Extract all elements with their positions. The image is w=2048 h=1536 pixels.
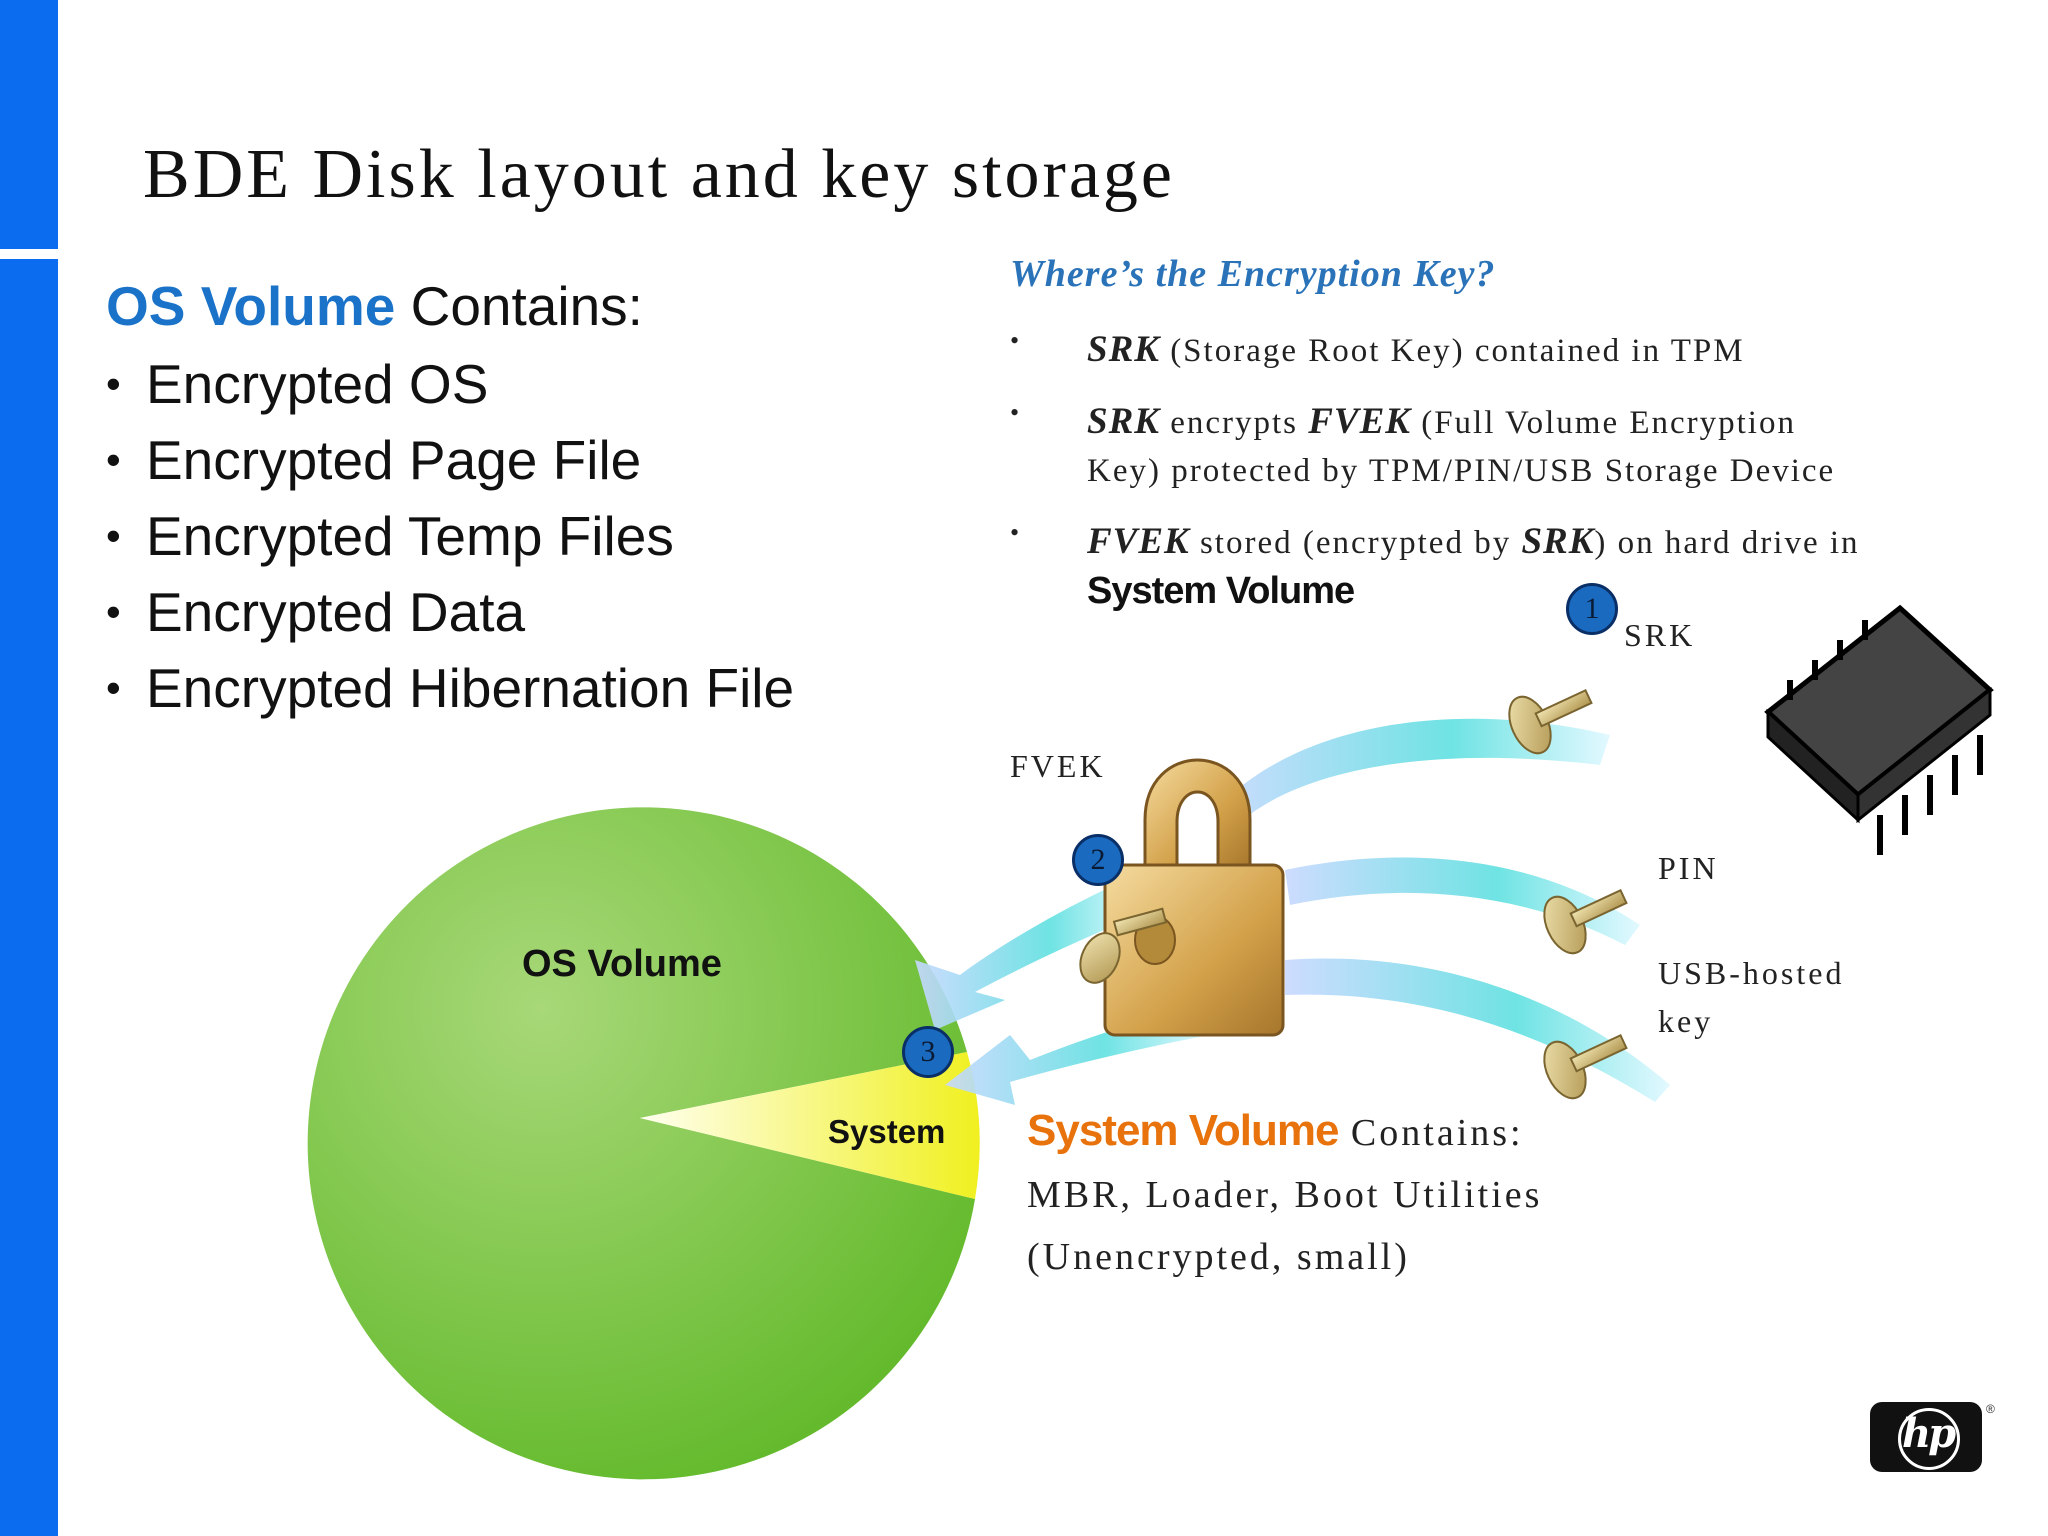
bullet-icon: • <box>106 664 121 711</box>
padlock-icon <box>1103 758 1285 1037</box>
slide-title: BDE Disk layout and key storage <box>143 136 1175 213</box>
term-system-volume: System Volume <box>1087 570 1355 612</box>
os-volume-list: • Encrypted OS • Encrypted Page File • Encr… <box>106 346 794 726</box>
item-text: (Storage Root Key) contained in TPM <box>1159 333 1745 369</box>
hp-logo-text: hp <box>1902 1410 1956 1457</box>
label-pin: PIN <box>1658 850 1719 886</box>
label-usb-line1: USB-hosted <box>1658 955 1845 991</box>
os-volume-heading-rest: Contains: <box>395 275 643 337</box>
key-icon <box>1543 888 1628 955</box>
label-usb-line2: key <box>1658 1003 1714 1039</box>
label-srk: SRK <box>1624 617 1696 653</box>
item-text: encrypts <box>1159 405 1309 441</box>
term-srk: SRK <box>1087 329 1160 370</box>
arrow-usb-to-lock <box>1285 958 1670 1102</box>
system-volume-heading-highlight: System Volume <box>1027 1106 1339 1155</box>
os-volume-heading-highlight: OS Volume <box>106 275 396 337</box>
system-volume-heading: System Volume Contains: <box>1027 1100 1542 1164</box>
label-fvek: FVEK <box>1010 748 1106 784</box>
left-accent-bar-gap <box>0 249 58 259</box>
list-item: • Encrypted Hibernation File <box>106 650 794 726</box>
bullet-icon: • <box>1010 398 1022 427</box>
arrow-lock-to-system-1 <box>915 880 1140 1030</box>
list-item-label: Encrypted OS <box>146 353 489 415</box>
list-item-label: Encrypted Hibernation File <box>146 657 795 719</box>
item-text: ) on hard drive in <box>1594 525 1860 561</box>
term-srk: SRK <box>1087 401 1160 442</box>
step-badge-2: 2 <box>1072 834 1124 886</box>
term-fvek: FVEK <box>1087 521 1190 562</box>
bullet-icon: • <box>106 436 121 483</box>
encryption-key-heading: Where’s the Encryption Key? <box>1010 253 1496 295</box>
arrow-srk-to-lock <box>1215 718 1610 818</box>
arrow-pin-to-lock <box>1285 857 1640 945</box>
os-volume-pie <box>307 807 975 1480</box>
term-srk: SRK <box>1521 521 1595 562</box>
system-volume-line2: MBR, Loader, Boot Utilities <box>1027 1174 1543 1216</box>
list-item: • Encrypted Data <box>106 574 794 650</box>
registered-mark: ® <box>1986 1402 1995 1416</box>
bullet-icon: • <box>106 588 121 635</box>
list-item: • Encrypted Temp Files <box>106 498 794 574</box>
pie-label-system: System <box>828 1113 946 1150</box>
system-volume-heading-rest: Contains: <box>1338 1112 1524 1154</box>
system-volume-line3: (Unencrypted, small) <box>1027 1236 1410 1278</box>
list-item-label: Encrypted Temp Files <box>146 505 674 567</box>
list-item: • Encrypted OS <box>106 346 794 422</box>
pie-label-os-volume: OS Volume <box>522 943 722 985</box>
term-fvek: FVEK <box>1308 401 1411 442</box>
item-text-line2: Key) protected by TPM/PIN/USB Storage De… <box>1087 453 1836 489</box>
os-volume-heading: OS Volume Contains: <box>106 274 643 338</box>
key-icon <box>1543 1033 1628 1100</box>
bullet-icon: • <box>1010 518 1022 547</box>
system-volume-slice <box>640 1052 980 1199</box>
key-icon <box>1508 688 1593 755</box>
list-item-label: Encrypted Page File <box>146 429 642 491</box>
item-text: stored (encrypted by <box>1189 525 1522 561</box>
tpm-chip-icon <box>1764 604 1994 855</box>
list-item: • Encrypted Page File <box>106 422 794 498</box>
list-item-label: Encrypted Data <box>146 581 526 643</box>
step-badge-1: 1 <box>1566 583 1618 635</box>
bullet-icon: • <box>106 512 121 559</box>
key-icon <box>1079 907 1168 984</box>
hp-logo-icon: hp <box>1870 1402 1982 1472</box>
item-text: (Full Volume Encryption <box>1410 405 1796 441</box>
step-badge-3: 3 <box>902 1026 954 1078</box>
system-volume-description: System Volume Contains: MBR, Loader, Boo… <box>1027 1100 1542 1288</box>
bullet-icon: • <box>1010 326 1022 355</box>
bullet-icon: • <box>106 360 121 407</box>
